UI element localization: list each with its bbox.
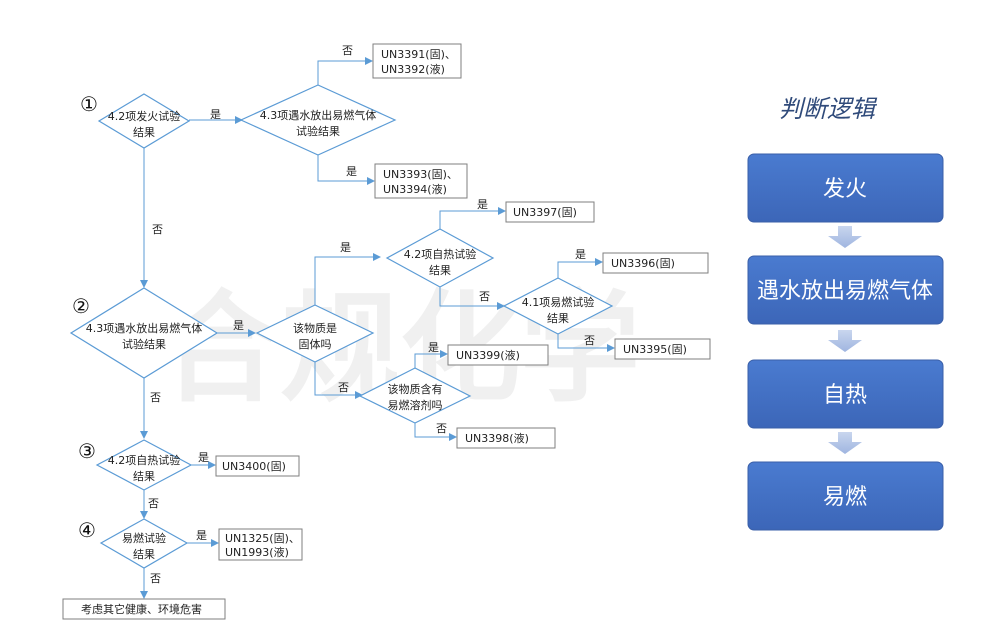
logic-step-1-label: 发火 bbox=[823, 177, 867, 202]
edge-no-d2: 否 bbox=[150, 391, 161, 404]
result-un3393-label: UN3393(固)、UN3394(液) bbox=[383, 168, 458, 196]
edge-yes-flam41: 是 bbox=[575, 248, 586, 261]
decision-water-reactive-a bbox=[239, 84, 397, 156]
result-un3397-label: UN3397(固) bbox=[513, 206, 577, 219]
logic-step-4-label: 易燃 bbox=[823, 485, 867, 510]
result-un3396 bbox=[602, 252, 709, 274]
result-un3395 bbox=[614, 338, 711, 360]
decision-self-heating-b bbox=[95, 439, 193, 491]
result-un3400 bbox=[215, 455, 300, 477]
edge-yes-solid: 是 bbox=[340, 241, 351, 254]
result-un3399 bbox=[447, 344, 549, 366]
edge-no-d1y: 否 bbox=[342, 44, 353, 57]
decision-self-heating-a-label: 4.2项自热试验结果 bbox=[404, 247, 477, 277]
result-un3391 bbox=[372, 43, 462, 79]
decision-self-heating-b-label: 4.2项自热试验结果 bbox=[108, 453, 181, 483]
edge-no-selfheat-a: 否 bbox=[479, 290, 490, 303]
step-1-marker: ① bbox=[80, 92, 98, 116]
result-un3398 bbox=[456, 427, 556, 449]
result-un3396-label: UN3396(固) bbox=[611, 257, 675, 270]
result-un3399-label: UN3399(液) bbox=[456, 348, 520, 362]
logic-arrow-2 bbox=[828, 330, 862, 352]
edge-no-flam41: 否 bbox=[584, 334, 595, 347]
decision-water-reactive-a-label: 4.3项遇水放出易燃气体试验结果 bbox=[260, 108, 377, 138]
decision-ignition-test bbox=[97, 93, 191, 149]
edge-no-solvent: 否 bbox=[436, 422, 447, 435]
logic-step-4: 易燃 bbox=[747, 461, 944, 531]
decision-self-heating-a bbox=[385, 228, 495, 288]
edge-yes-d1: 是 bbox=[210, 108, 221, 121]
logic-arrow-3 bbox=[828, 432, 862, 454]
result-other-hazards-label: 考虑其它健康、环境危害 bbox=[81, 602, 202, 616]
edge-yes-d1y: 是 bbox=[346, 165, 357, 178]
edge-no-d4: 否 bbox=[150, 572, 161, 585]
result-un1325-label: UN1325(固)、UN1993(液) bbox=[225, 532, 300, 559]
result-un3393 bbox=[374, 163, 468, 199]
edge-yes-solvent: 是 bbox=[428, 341, 439, 354]
logic-arrow-1 bbox=[828, 226, 862, 248]
decision-flammable-solvent-label: 该物质含有易燃溶剂吗 bbox=[388, 382, 443, 412]
edge-yes-selfheat-a: 是 bbox=[477, 198, 488, 211]
decision-water-reactive-b bbox=[69, 287, 219, 379]
decision-water-reactive-b-label: 4.3项遇水放出易燃气体试验结果 bbox=[86, 321, 203, 351]
edge-yes-d2: 是 bbox=[233, 319, 244, 332]
logic-step-2-label: 遇水放出易燃气体 bbox=[757, 279, 933, 304]
edge-yes-d4: 是 bbox=[196, 529, 207, 542]
result-un1325 bbox=[218, 528, 303, 561]
decision-ignition-label: 4.2项发火试验结果 bbox=[108, 109, 181, 139]
edge-no-solid: 否 bbox=[338, 381, 349, 394]
logic-step-3: 自热 bbox=[747, 359, 944, 429]
result-other-hazards bbox=[62, 598, 226, 620]
result-un3397 bbox=[505, 201, 595, 223]
edge-no-d3: 否 bbox=[148, 497, 159, 510]
decision-flammability bbox=[99, 518, 189, 569]
decision-flammable-41 bbox=[502, 277, 614, 335]
logic-title: 判断逻辑 bbox=[779, 95, 878, 123]
result-un3395-label: UN3395(固) bbox=[623, 343, 687, 356]
decision-flammability-label: 易燃试验结果 bbox=[122, 531, 166, 561]
step-2-marker: ② bbox=[72, 294, 90, 318]
decision-flammable-41-label: 4.1项易燃试验结果 bbox=[522, 295, 595, 325]
edge-yes-d3: 是 bbox=[198, 451, 209, 464]
result-un3400-label: UN3400(固) bbox=[222, 460, 286, 473]
decision-flammable-solvent bbox=[358, 367, 472, 424]
step-4-marker: ④ bbox=[78, 518, 96, 542]
logic-step-1: 发火 bbox=[747, 153, 944, 223]
edge-no-d1: 否 bbox=[152, 223, 163, 236]
result-un3398-label: UN3398(液) bbox=[465, 431, 529, 445]
result-un3391-label: UN3391(固)、UN3392(液) bbox=[381, 48, 456, 76]
decision-is-solid bbox=[255, 304, 375, 363]
decision-is-solid-label: 该物质是固体吗 bbox=[293, 321, 337, 351]
logic-step-3-label: 自热 bbox=[823, 383, 867, 408]
step-3-marker: ③ bbox=[78, 439, 96, 463]
logic-step-2: 遇水放出易燃气体 bbox=[747, 255, 944, 325]
